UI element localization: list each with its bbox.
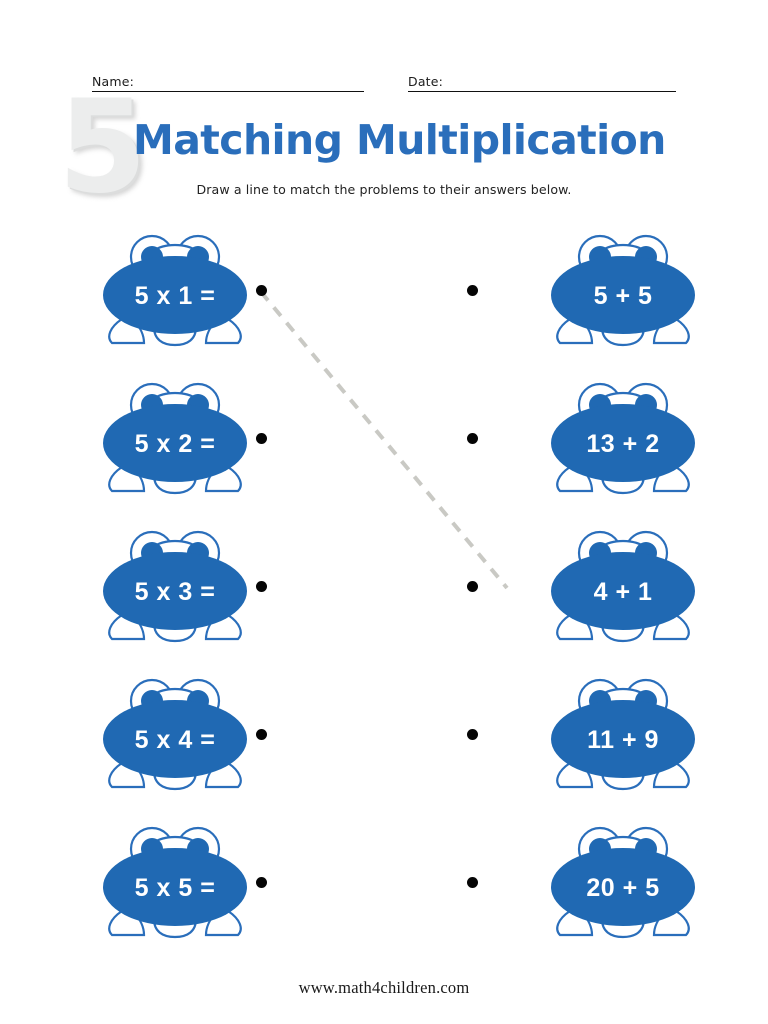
problem-cell-3[interactable]: 5 x 3 = <box>92 514 272 660</box>
frog-icon <box>92 519 258 655</box>
instruction-text: Draw a line to match the problems to the… <box>196 182 572 197</box>
match-dot-right[interactable] <box>467 581 478 592</box>
problem-cell-2[interactable]: 5 x 2 = <box>92 366 272 512</box>
date-label: Date: <box>408 74 444 89</box>
answer-cell-4[interactable]: 11 + 9 <box>467 662 720 808</box>
match-row: 5 x 3 = <box>0 514 768 660</box>
frog-icon <box>92 223 258 359</box>
frog-icon <box>92 371 258 507</box>
match-dot-left[interactable] <box>256 877 267 888</box>
matching-area: 5 x 1 = <box>0 218 768 958</box>
answer-cell-2[interactable]: 13 + 2 <box>467 366 720 512</box>
problem-cell-1[interactable]: 5 x 1 = <box>92 218 272 364</box>
frog-icon <box>540 371 706 507</box>
match-row: 5 x 1 = <box>0 218 768 364</box>
frog-icon <box>92 815 258 951</box>
answer-cell-1[interactable]: 5 + 5 <box>467 218 720 364</box>
footer-website: www.math4children.com <box>298 978 470 997</box>
name-field[interactable]: Name: <box>92 62 364 92</box>
frog-icon <box>92 667 258 803</box>
frog-icon <box>540 223 706 359</box>
answer-cell-3[interactable]: 4 + 1 <box>467 514 720 660</box>
frog-icon <box>540 519 706 655</box>
match-dot-right[interactable] <box>467 285 478 296</box>
match-dot-right[interactable] <box>467 433 478 444</box>
date-field[interactable]: Date: <box>408 62 676 92</box>
worksheet-number-badge: 5 <box>58 73 147 222</box>
problem-cell-4[interactable]: 5 x 4 = <box>92 662 272 808</box>
frog-icon <box>540 815 706 951</box>
match-dot-right[interactable] <box>467 877 478 888</box>
match-dot-right[interactable] <box>467 729 478 740</box>
match-dot-left[interactable] <box>256 433 267 444</box>
problem-cell-5[interactable]: 5 x 5 = <box>92 810 272 956</box>
match-dot-left[interactable] <box>256 729 267 740</box>
name-label: Name: <box>92 74 135 89</box>
frog-icon <box>540 667 706 803</box>
answer-cell-5[interactable]: 20 + 5 <box>467 810 720 956</box>
match-row: 5 x 2 = <box>0 366 768 512</box>
header-fields: Name: Date: <box>92 62 676 92</box>
match-row: 5 x 5 = <box>0 810 768 956</box>
match-dot-left[interactable] <box>256 581 267 592</box>
title-block: 5 Matching Multiplication Draw a line to… <box>0 73 768 222</box>
match-dot-left[interactable] <box>256 285 267 296</box>
page-title: Matching Multiplication <box>133 116 666 164</box>
match-row: 5 x 4 = <box>0 662 768 808</box>
